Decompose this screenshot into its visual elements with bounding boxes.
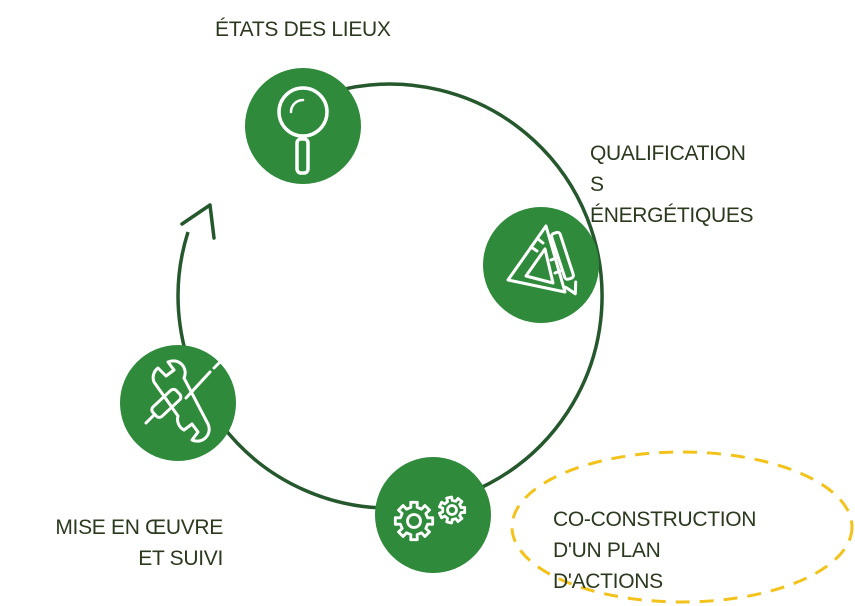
cycle-arrowhead xyxy=(180,203,216,240)
step-label-line: MISE EN ŒUVRE xyxy=(55,516,223,539)
magnifier-icon xyxy=(277,86,329,175)
step-label-line: ÉTATS DES LIEUX xyxy=(215,18,391,41)
node-etats xyxy=(245,68,361,184)
step-label-line: CO-CONSTRUCTION xyxy=(553,508,757,531)
gear-hole xyxy=(406,513,422,529)
step-label-line: ET SUIVI xyxy=(138,547,223,570)
gear-outline xyxy=(438,495,467,525)
step-label-line: D'ACTIONS xyxy=(553,570,663,593)
step-label-line: D'UN PLAN xyxy=(553,539,661,562)
gear-hole xyxy=(446,504,458,516)
step-label-line: S xyxy=(590,173,604,196)
node-qualification xyxy=(483,207,599,323)
gear-outline xyxy=(393,500,435,542)
highlight-ellipse xyxy=(510,450,854,604)
node-mise xyxy=(120,345,236,461)
node-coconstruction xyxy=(375,457,491,573)
drafting-tools-icon xyxy=(506,224,578,296)
step-label-mise: MISE EN ŒUVRE ET SUIVI xyxy=(20,512,223,574)
step-label-line: ÉNERGÉTIQUES xyxy=(590,204,754,227)
wrench-screwdriver-icon xyxy=(144,359,222,443)
step-label-qualification: QUALIFICATION S ÉNERGÉTIQUES xyxy=(590,138,754,231)
step-label-coconstruction: CO-CONSTRUCTION D'UN PLAN D'ACTIONS xyxy=(553,504,756,597)
step-label-etats: ÉTATS DES LIEUX xyxy=(215,14,391,45)
gears-icon xyxy=(393,495,467,542)
step-label-line: QUALIFICATION xyxy=(590,142,746,165)
